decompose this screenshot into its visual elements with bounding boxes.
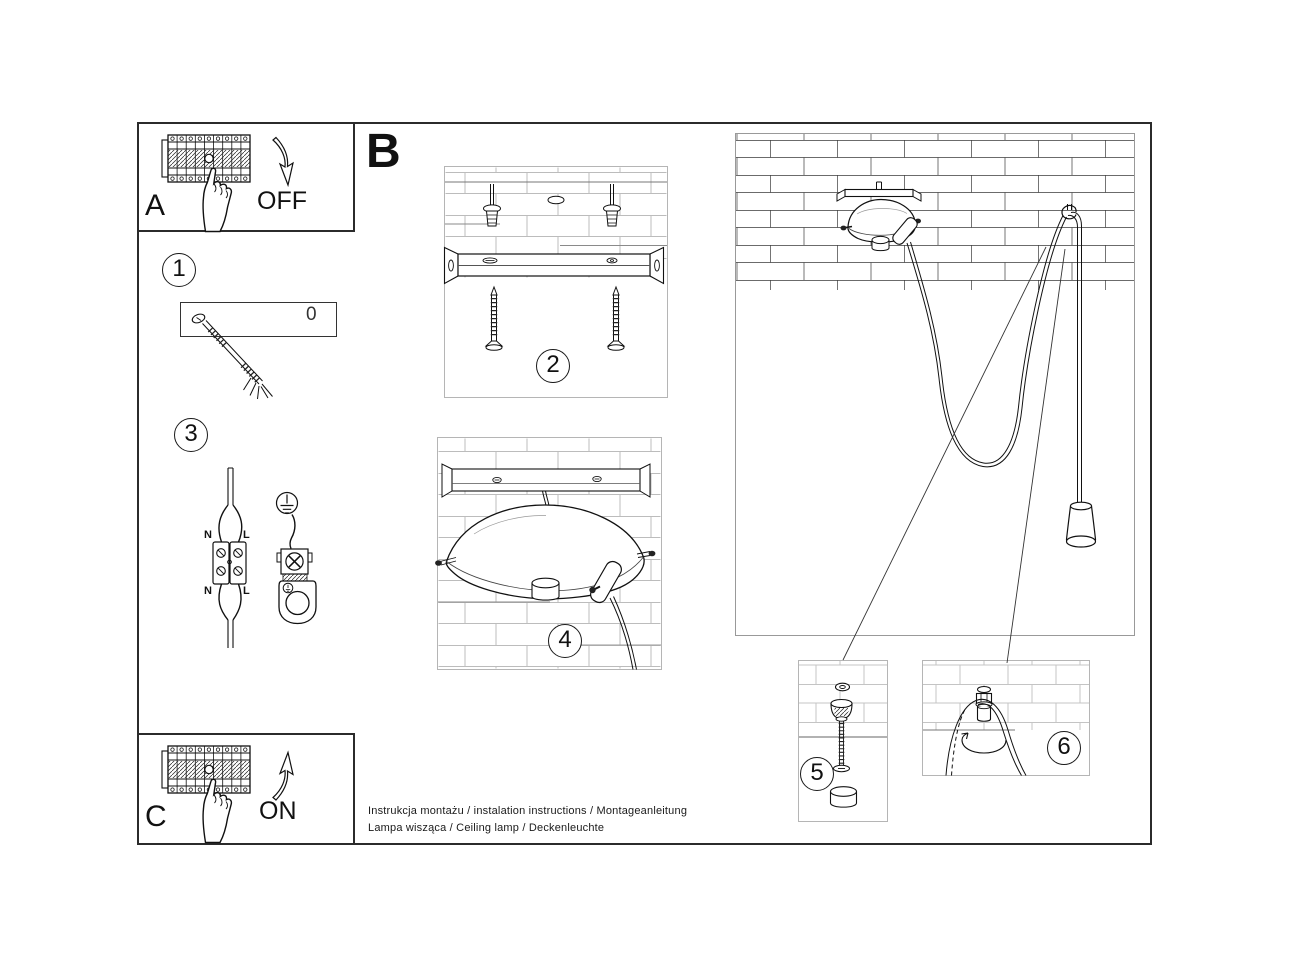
wire-label-l-bottom: L [243, 585, 250, 597]
outer-frame [137, 122, 1152, 845]
step-6-number: 6 [1057, 733, 1071, 760]
step-4-number: 4 [558, 626, 572, 653]
panel-c-box [137, 733, 355, 845]
step-3-badge: 3 [174, 418, 208, 452]
step5-panel [798, 660, 888, 822]
panel-b-illustration-box [735, 133, 1135, 636]
step-2-number: 2 [546, 351, 560, 378]
step-1-number: 1 [172, 255, 186, 282]
step-5-badge: 5 [800, 757, 834, 791]
step-2-badge: 2 [536, 349, 570, 383]
panel-a-box [137, 122, 355, 232]
footer-instructions-line: Instrukcja montażu / instalation instruc… [368, 805, 688, 817]
section-b-label: B [366, 125, 401, 178]
footer-product-line: Lampa wisząca / Ceiling lamp / Deckenleu… [368, 822, 605, 834]
wire-label-l-top: L [243, 529, 250, 541]
step-6-badge: 6 [1047, 731, 1081, 765]
step4-panel [437, 437, 662, 670]
wire-label-n-bottom: N [204, 585, 212, 597]
wire-label-n-top: N [204, 529, 212, 541]
panel-a-action-off: OFF [257, 187, 307, 215]
step-3-number: 3 [184, 420, 198, 447]
step-1-badge: 1 [162, 253, 196, 287]
step-5-number: 5 [810, 759, 824, 786]
step-4-badge: 4 [548, 624, 582, 658]
panel-a-label: A [145, 189, 166, 222]
plate-hole-mark: 0 [306, 304, 317, 325]
panel-c-label: C [145, 800, 167, 833]
panel-c-action-on: ON [259, 797, 297, 825]
